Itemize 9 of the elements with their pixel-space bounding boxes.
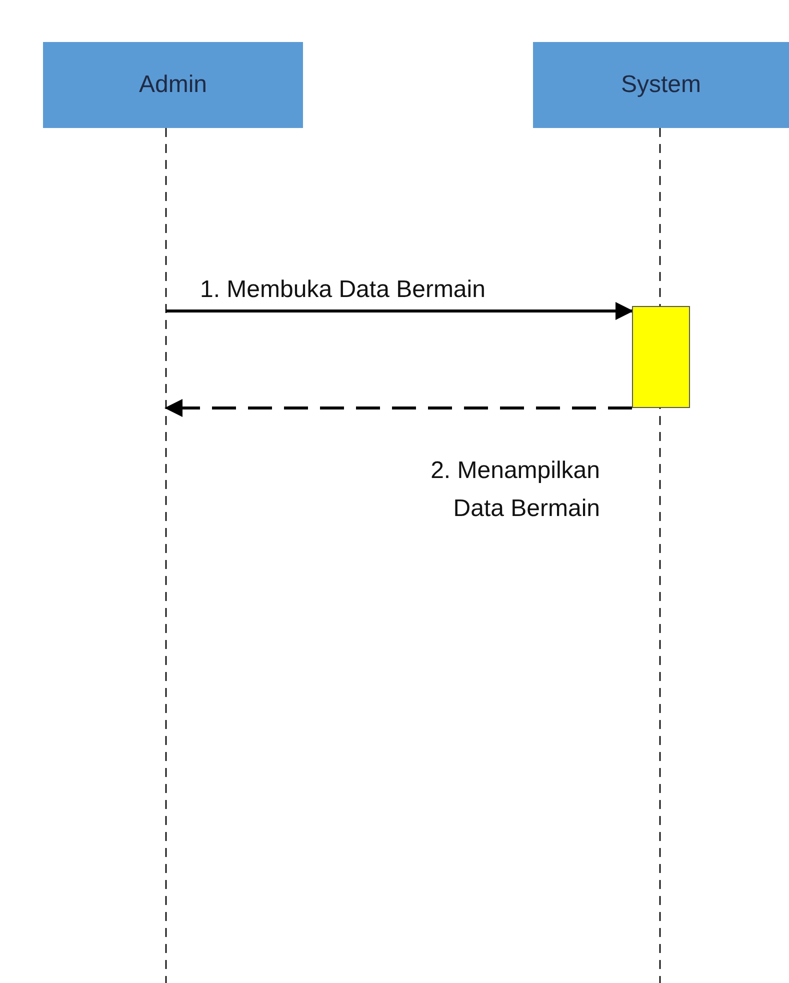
activation-bar bbox=[632, 306, 690, 408]
lifeline-header: Admin bbox=[43, 42, 303, 128]
message-arrow bbox=[166, 302, 634, 320]
message-arrow bbox=[164, 399, 632, 417]
lifeline bbox=[165, 128, 167, 983]
edge-label: 2. Menampilkan Data Bermain bbox=[430, 456, 600, 524]
lifeline-header: System bbox=[533, 42, 789, 128]
edge-label: 1. Membuka Data Bermain bbox=[200, 275, 486, 305]
lifeline bbox=[659, 128, 661, 983]
